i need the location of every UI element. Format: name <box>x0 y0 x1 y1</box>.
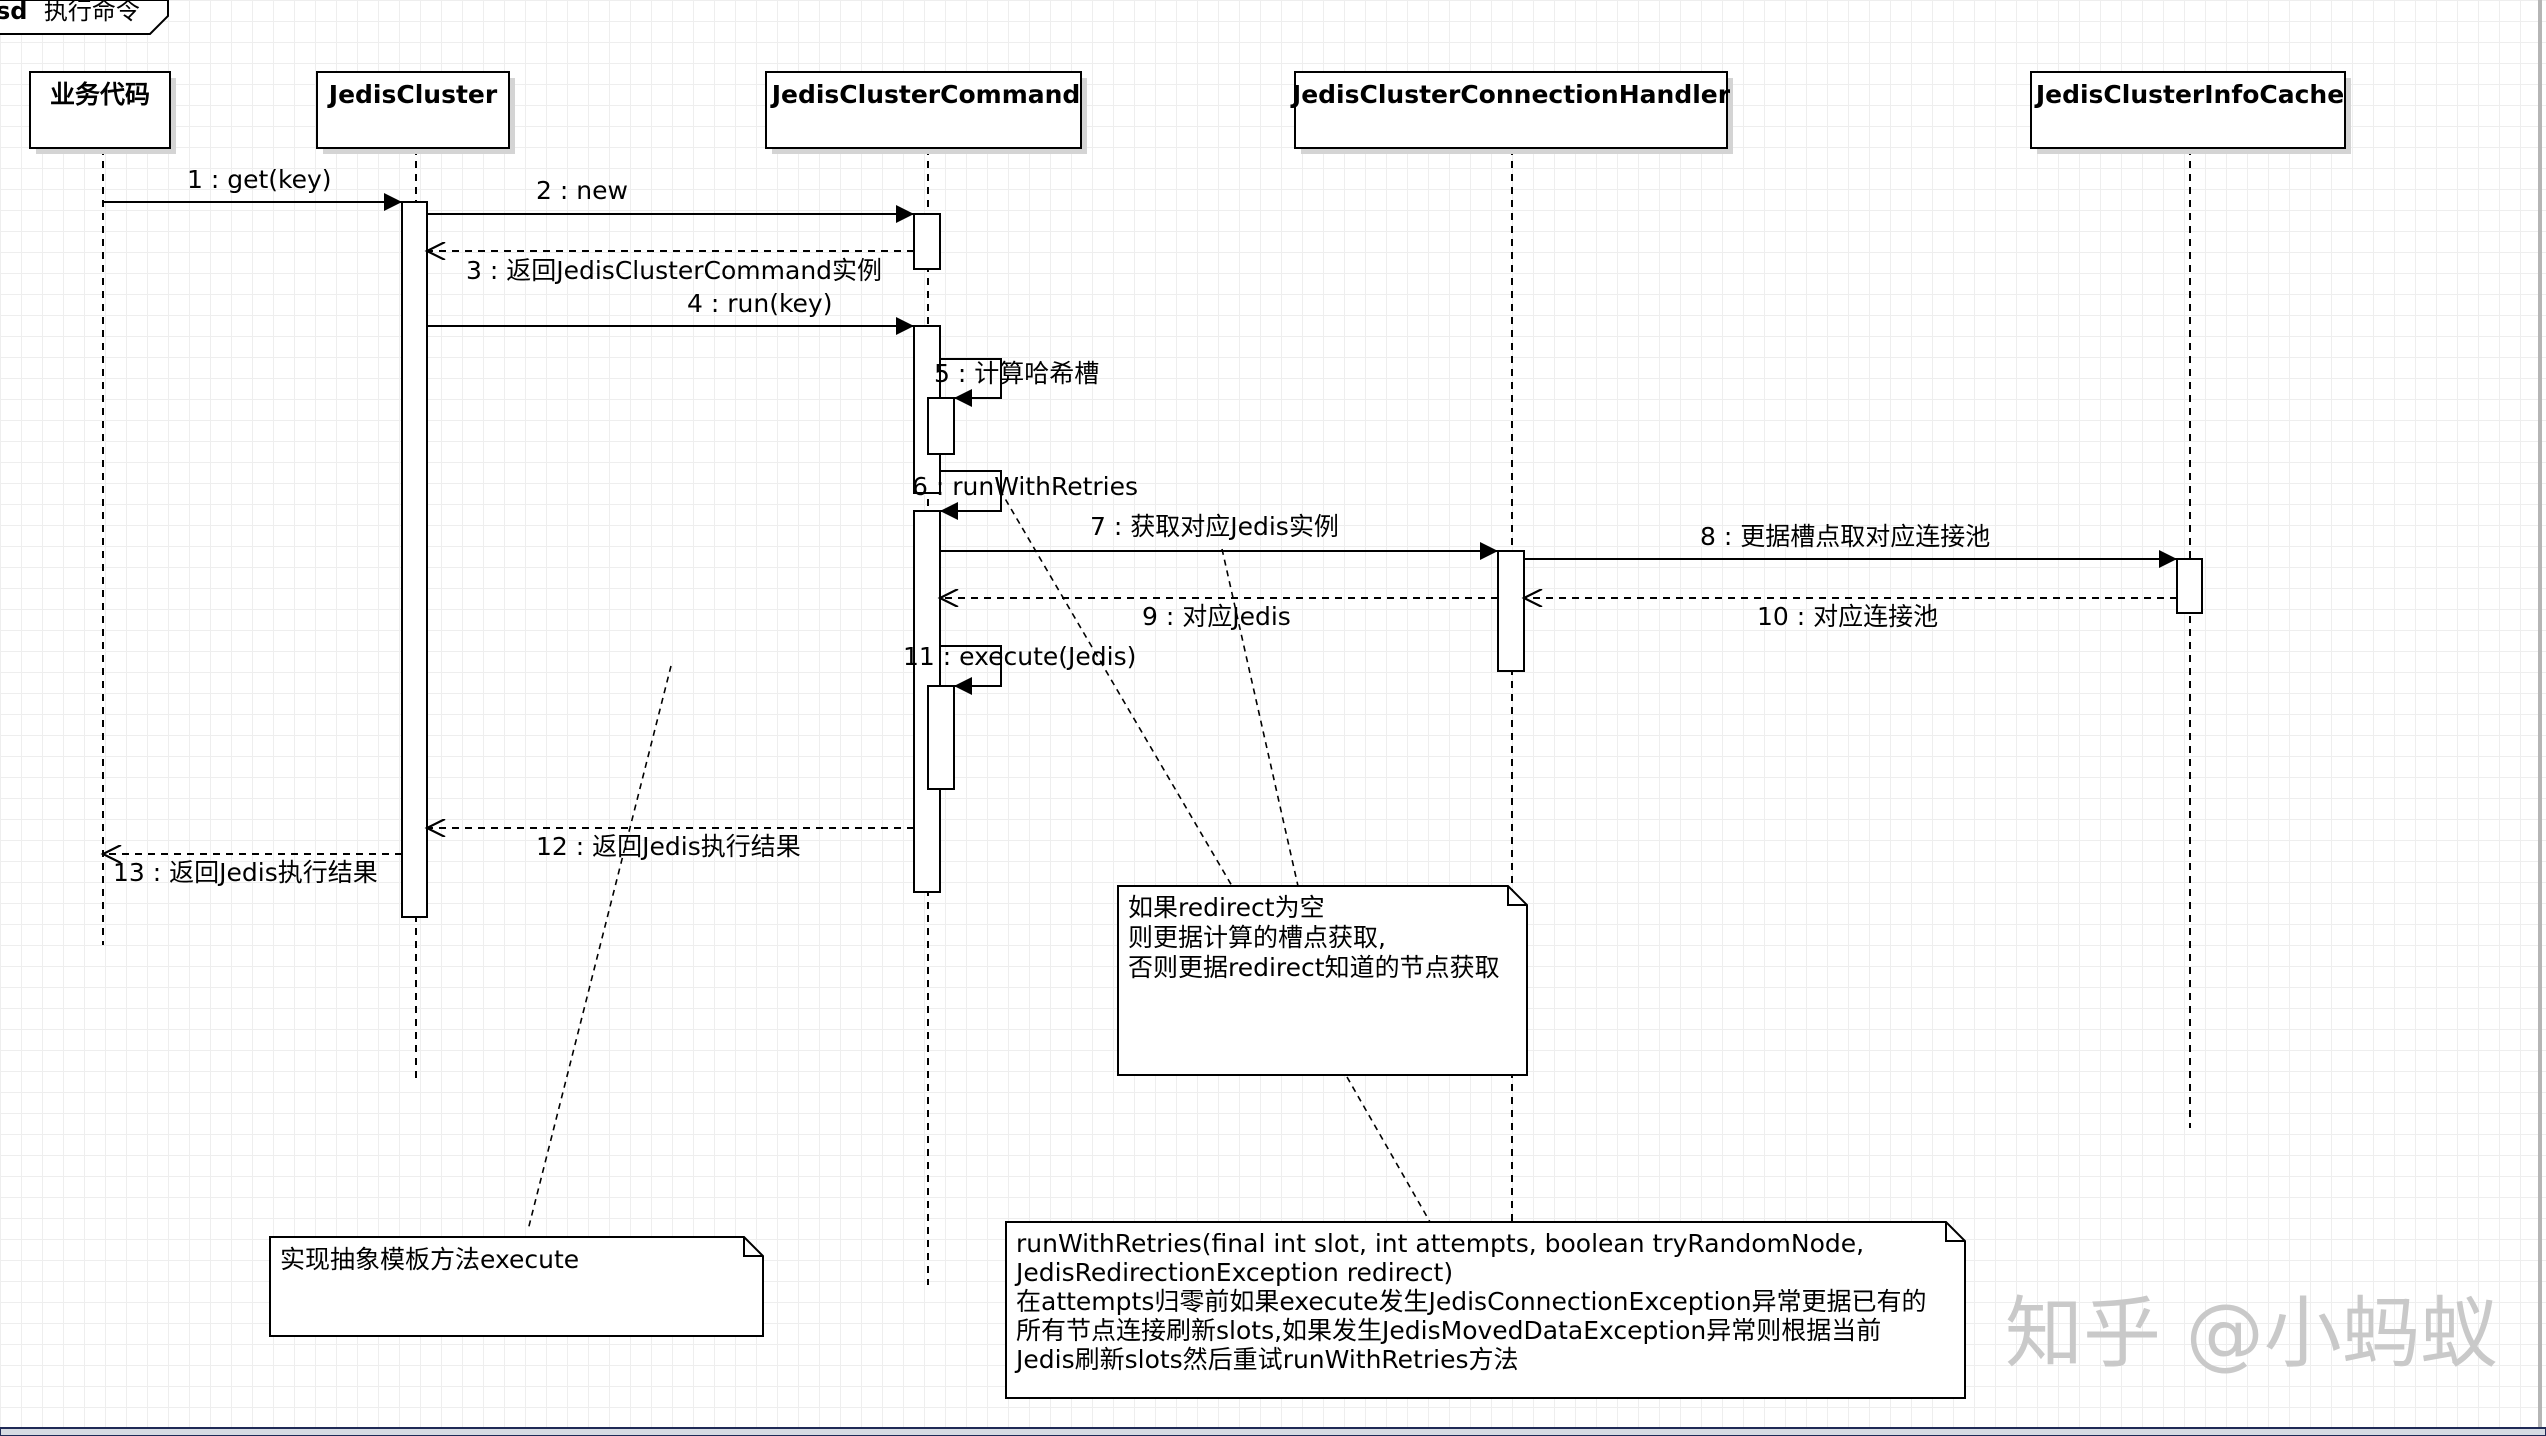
lifeline-title: JedisClusterCommand <box>770 80 1081 109</box>
message-4-label: 4 : run(key) <box>687 289 832 318</box>
note-2-anchor <box>1346 1076 1431 1223</box>
message-5-label: 5 : 计算哈希槽 <box>934 359 1099 388</box>
note-1-anchor-a <box>999 489 1233 887</box>
note-2-line: Jedis刷新slots然后重试runWithRetries方法 <box>1014 1345 1518 1374</box>
activation-jcc-new <box>913 213 941 270</box>
lifeline-jcic: JedisClusterInfoCache <box>2030 71 2351 154</box>
message-9-label: 9 : 对应Jedis <box>1142 602 1291 631</box>
svg-text:sd 执行命令: sd 执行命令 <box>0 0 140 25</box>
message-11-label: 11 : execute(Jedis) <box>903 642 1136 671</box>
note-1-anchor-b <box>1221 548 1299 887</box>
note-3-line: 实现抽象模板方法execute <box>280 1245 579 1274</box>
note-1-line: 如果redirect为空 <box>1128 893 1325 922</box>
message-3-label: 3 : 返回JedisClusterCommand实例 <box>466 256 882 285</box>
activation-jcc-hash <box>927 397 955 455</box>
message-labels: 1 : get(key) 2 : new 3 : 返回JedisClusterC… <box>113 165 1990 887</box>
note-anchors <box>527 489 1431 1231</box>
message-8-label: 8 : 更据槽点取对应连接池 <box>1700 522 1990 551</box>
frame-keyword: sd <box>0 0 27 25</box>
note-1-line: 则更据计算的槽点获取, <box>1128 923 1386 952</box>
note-2-line: 所有节点连接刷新slots,如果发生JedisMovedDataExceptio… <box>1016 1316 1881 1345</box>
frame-name: 执行命令 <box>44 0 140 25</box>
note-1: 如果redirect为空 则更据计算的槽点获取, 否则更据redirect知道的… <box>1117 885 1528 1076</box>
activation-jc <box>401 201 428 918</box>
note-2-line: 在attempts归零前如果execute发生JedisConnectionEx… <box>1016 1287 1927 1316</box>
note-2-line: runWithRetries(final int slot, int attem… <box>1016 1229 1864 1258</box>
lifeline-jc: JedisCluster <box>316 71 515 154</box>
note-3: 实现抽象模板方法execute <box>269 1236 764 1337</box>
note-3-anchor <box>527 665 672 1231</box>
message-6-label: 6 : runWithRetries <box>912 472 1138 501</box>
lifeline-title: JedisClusterConnectionHandler <box>1290 80 1731 109</box>
activation-jcch <box>1497 550 1525 672</box>
message-10-label: 10 : 对应连接池 <box>1757 602 1938 631</box>
frame-tab: sd 执行命令 <box>0 0 169 35</box>
activation-bars <box>401 201 2203 918</box>
messages <box>103 193 2177 854</box>
message-5-arrow <box>940 358 1002 407</box>
lifeline-biz: 业务代码 <box>29 71 176 154</box>
message-13-label: 13 : 返回Jedis执行结果 <box>113 858 378 887</box>
message-1-label: 1 : get(key) <box>187 165 332 194</box>
message-11-arrow <box>940 645 1002 695</box>
lifeline-title: 业务代码 <box>50 80 150 109</box>
activation-jcc-execute <box>927 685 955 790</box>
lifeline-title: JedisClusterInfoCache <box>2034 80 2344 109</box>
note-2-line: JedisRedirectionException redirect) <box>1014 1258 1453 1287</box>
message-2-label: 2 : new <box>536 176 628 205</box>
bottom-bar <box>0 1427 2546 1436</box>
note-2: runWithRetries(final int slot, int attem… <box>1005 1221 1966 1399</box>
watermark: 知乎 @小蚂蚁 <box>2005 1289 2498 1379</box>
lifeline-title: JedisCluster <box>327 80 498 109</box>
note-1-line: 否则更据redirect知道的节点获取 <box>1128 953 1500 982</box>
lifeline-jcch: JedisClusterConnectionHandler <box>1290 71 1733 154</box>
activation-jcic <box>2176 558 2203 614</box>
lifeline-jcc: JedisClusterCommand <box>765 71 1087 154</box>
message-7-label: 7 : 获取对应Jedis实例 <box>1090 512 1339 541</box>
message-12-label: 12 : 返回Jedis执行结果 <box>536 832 801 861</box>
